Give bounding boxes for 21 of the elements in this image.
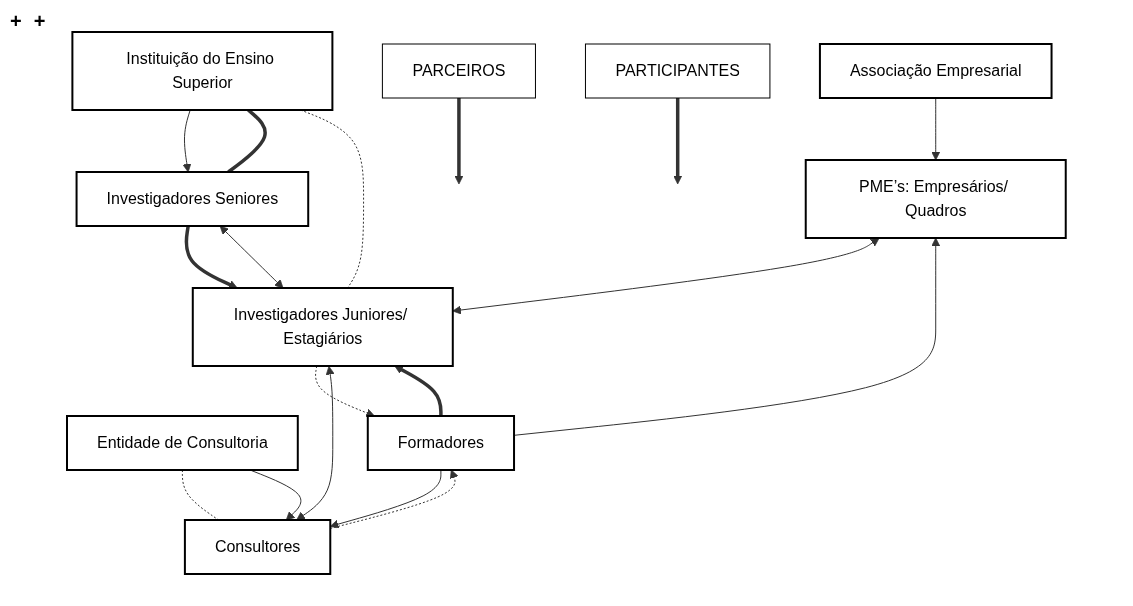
node-box: Investigadores Seniores: [75, 171, 310, 227]
arrow: [219, 225, 284, 289]
node-box: PARCEIROS: [382, 43, 537, 99]
plus-sign: +: [10, 10, 22, 33]
node-box: PME’s: Empresários/ Quadros: [804, 159, 1067, 239]
node-box: Associação Empresarial: [819, 43, 1053, 99]
node-box: Entidade de Consultoria: [66, 415, 299, 471]
node-box: PARTICIPANTES: [585, 43, 771, 99]
node-box: Consultores: [184, 519, 332, 575]
arrow: [931, 97, 941, 161]
arrow: [184, 225, 238, 289]
arrow: [296, 366, 335, 521]
arrow: [452, 237, 880, 315]
arrow: [454, 98, 464, 185]
arrow: [673, 98, 683, 185]
node-box: Formadores: [366, 415, 516, 471]
node-box: Investigadores Juniores/ Estagiários: [191, 287, 454, 367]
node-box: Instituição do Ensino Superior: [71, 31, 334, 111]
arrow: [182, 109, 192, 173]
plus-sign: +: [33, 10, 46, 33]
arrow: [394, 365, 443, 416]
